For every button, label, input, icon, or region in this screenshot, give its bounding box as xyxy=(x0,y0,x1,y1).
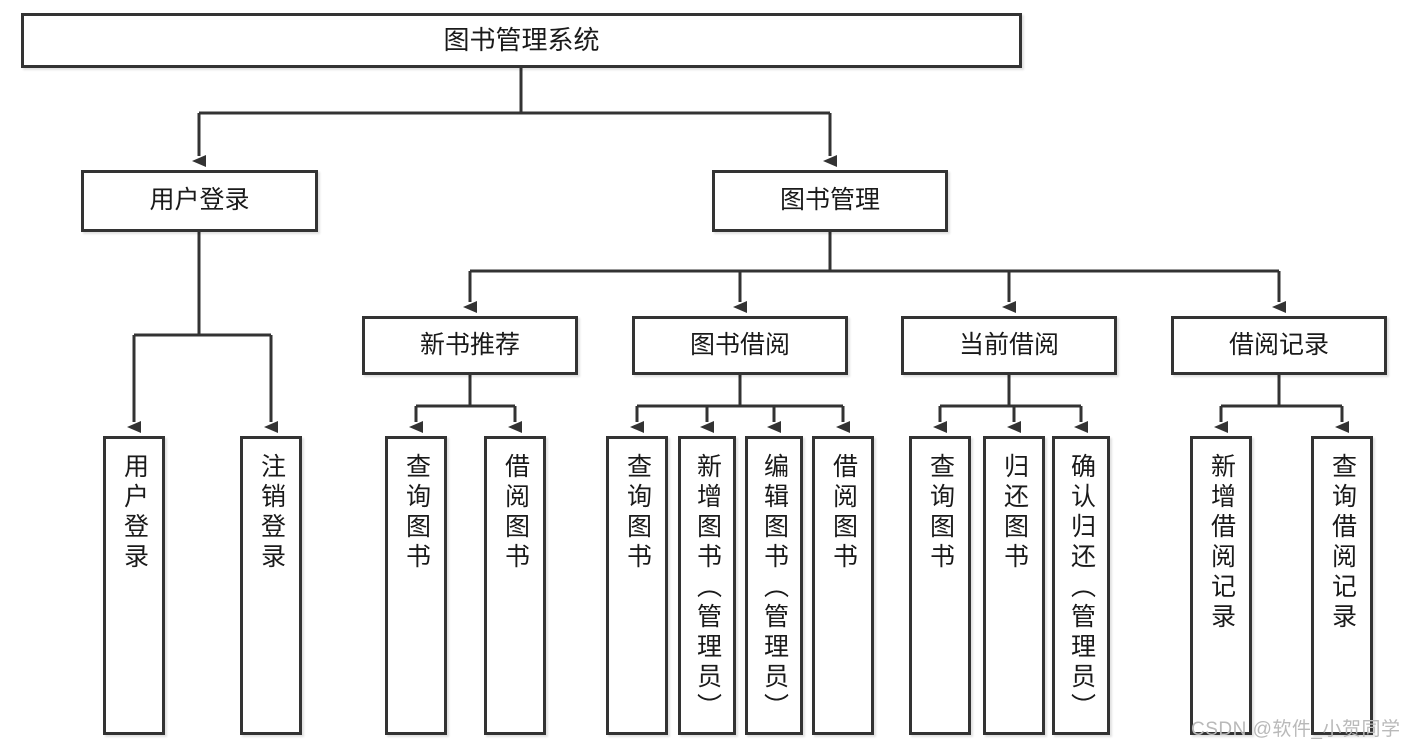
node-label: 用户登录 xyxy=(149,186,250,215)
node-leaf-query-borrow-record[interactable]: 查询借阅记录 xyxy=(1311,436,1373,735)
node-label: 图书借阅 xyxy=(689,330,790,359)
node-book-management[interactable]: 图书管理 xyxy=(712,170,948,232)
node-label: 编辑图书（管理员） xyxy=(760,453,789,723)
node-leaf-add-borrow-record[interactable]: 新增借阅记录 xyxy=(1190,436,1252,735)
node-borrowing-record[interactable]: 借阅记录 xyxy=(1171,316,1387,375)
node-leaf-confirm-return[interactable]: 确认归还（管理员） xyxy=(1052,436,1110,735)
node-leaf-add-book[interactable]: 新增图书（管理员） xyxy=(678,436,736,735)
node-label: 当前借阅 xyxy=(958,330,1059,359)
node-leaf-borrow-book-a[interactable]: 借阅图书 xyxy=(484,436,546,735)
node-leaf-borrow-book-b[interactable]: 借阅图书 xyxy=(812,436,874,735)
node-label: 归还图书 xyxy=(1000,453,1029,573)
node-leaf-query-book-b[interactable]: 查询图书 xyxy=(606,436,668,735)
node-label: 借阅图书 xyxy=(501,453,530,573)
node-leaf-edit-book[interactable]: 编辑图书（管理员） xyxy=(745,436,803,735)
node-label: 用户登录 xyxy=(120,453,149,573)
node-label: 新增借阅记录 xyxy=(1207,453,1236,633)
node-label: 查询借阅记录 xyxy=(1328,453,1357,633)
node-label: 图书管理系统 xyxy=(443,25,600,56)
node-label: 借阅图书 xyxy=(829,453,858,573)
node-leaf-query-book-c[interactable]: 查询图书 xyxy=(909,436,971,735)
node-label: 新增图书（管理员） xyxy=(693,453,722,723)
node-root-book-management-system[interactable]: 图书管理系统 xyxy=(21,13,1022,68)
node-leaf-logout[interactable]: 注销登录 xyxy=(240,436,302,735)
node-label: 注销登录 xyxy=(257,453,286,573)
node-current-borrowing[interactable]: 当前借阅 xyxy=(901,316,1117,375)
node-leaf-user-login[interactable]: 用户登录 xyxy=(103,436,165,735)
node-label: 借阅记录 xyxy=(1228,330,1329,359)
node-leaf-query-book-a[interactable]: 查询图书 xyxy=(385,436,447,735)
node-label: 新书推荐 xyxy=(419,330,520,359)
node-user-login[interactable]: 用户登录 xyxy=(81,170,318,232)
node-label: 查询图书 xyxy=(402,453,431,573)
watermark: CSDN @软件_小贺同学 xyxy=(1191,719,1401,740)
node-leaf-return-book[interactable]: 归还图书 xyxy=(983,436,1045,735)
node-label: 查询图书 xyxy=(623,453,652,573)
node-new-book-recommendation[interactable]: 新书推荐 xyxy=(362,316,578,375)
node-label: 查询图书 xyxy=(926,453,955,573)
node-label: 图书管理 xyxy=(779,186,880,215)
node-label: 确认归还（管理员） xyxy=(1067,453,1096,723)
node-book-borrowing[interactable]: 图书借阅 xyxy=(632,316,848,375)
